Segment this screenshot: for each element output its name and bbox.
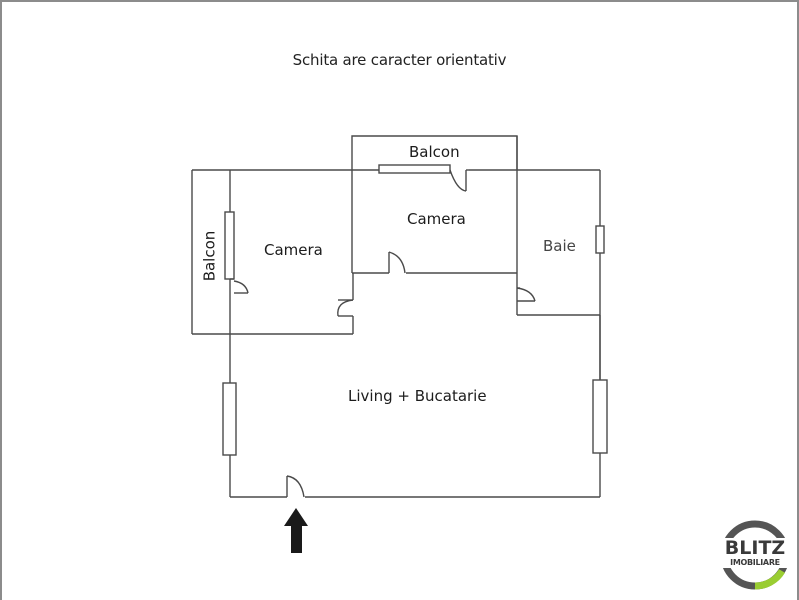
arrow-up-icon [284,508,308,553]
window-living-right [592,379,608,454]
room-label-camera-top: Camera [407,210,466,228]
living-walls [229,315,601,498]
room-label-balcon-left: Balcon [200,230,219,282]
door-camera-left [337,299,354,317]
door-balcony-left [230,278,249,294]
logo-text-blitz: BLITZ [719,538,791,558]
logo-text-imobiliare: IMOBILIARE [719,558,791,568]
room-label-balcon-top: Balcon [409,143,460,161]
room-label-living: Living + Bucatarie [348,387,487,405]
window-balcony-top [378,164,451,174]
door-balcony-top [449,169,469,192]
door-camera-top [388,251,406,274]
window-balcony-left [224,211,235,280]
baie-walls [517,170,601,380]
door-baie [516,287,536,302]
camera-top-walls [192,136,600,315]
camera-left-walls [191,170,354,345]
window-living-left [222,382,237,456]
page-title: Schita are caracter orientativ [292,51,507,69]
window-baie [595,225,605,254]
room-label-baie: Baie [543,237,576,255]
room-label-camera-left: Camera [264,241,323,259]
door-entrance [286,475,305,498]
